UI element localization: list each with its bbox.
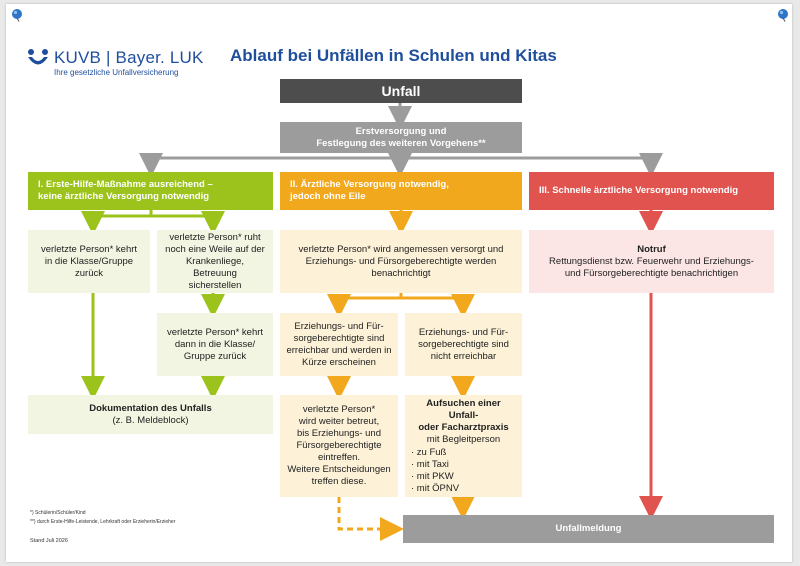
documentation-title: Dokumentation des Unfalls: [89, 402, 212, 414]
emergency-text: Rettungsdienst bzw. Feuerwehr und Erzieh…: [549, 255, 754, 279]
branch-1-header: I. Erste-Hilfe-Maßnahme ausreichend – ke…: [28, 172, 273, 210]
doctor-visit-title: Aufsuchen einer Unfall- oder Facharztpra…: [418, 397, 509, 433]
branch-2-header: II. Ärztliche Versorgung notwendig, jedo…: [280, 172, 522, 210]
logo-text: KUVB | Bayer. LUK: [54, 48, 204, 67]
first-aid-box: Erstversorgung und Festlegung des weiter…: [280, 122, 522, 153]
pushpin-icon: [778, 9, 788, 22]
footnote-1: *) Schülerin/Schüler/Kind: [30, 510, 86, 516]
documentation-box: Dokumentation des Unfalls (z. B. Meldebl…: [28, 395, 273, 434]
pushpin-icon: [12, 9, 22, 22]
return-after-rest-box: verletzte Person* kehrt dann in die Klas…: [157, 313, 273, 376]
supervised-box: verletzte Person* wird weiter betreut, b…: [280, 395, 398, 497]
footnote-2: **) durch Erste-Hilfe-Leistende, Lehrkra…: [30, 519, 176, 525]
doctor-visit-box: Aufsuchen einer Unfall- oder Facharztpra…: [405, 395, 522, 497]
return-to-class-box: verletzte Person* kehrt in die Klasse/Gr…: [28, 230, 150, 293]
logo-subtitle: Ihre gesetzliche Unfallversicherung: [54, 68, 179, 77]
transport-option: · mit PKW: [411, 470, 454, 482]
documentation-note: (z. B. Meldeblock): [112, 414, 189, 426]
guardians-not-reachable-box: Erziehungs- und Für- sorgeberechtigte si…: [405, 313, 522, 376]
kuvb-logo-icon: [28, 49, 48, 65]
transport-option: · mit ÖPNV: [411, 482, 460, 494]
page-title: Ablauf bei Unfällen in Schulen und Kitas: [230, 46, 557, 65]
guardians-reachable-box: Erziehungs- und Für- sorgeberechtigte si…: [280, 313, 398, 376]
care-box: verletzte Person* wird angemessen versor…: [280, 230, 522, 293]
emergency-box: Notruf Rettungsdienst bzw. Feuerwehr und…: [529, 230, 774, 293]
transport-list: · zu Fuß · mit Taxi · mit PKW · mit ÖPNV: [411, 447, 459, 495]
branch-3-header: III. Schnelle ärztliche Versorgung notwe…: [529, 172, 774, 210]
transport-option: · zu Fuß: [411, 446, 447, 458]
dashed-arrow-connector: [337, 497, 404, 541]
transport-option: · mit Taxi: [411, 458, 449, 470]
footnotes: *) Schülerin/Schüler/Kind **) durch Erst…: [30, 509, 175, 527]
accident-report-box: Unfallmeldung: [403, 515, 774, 543]
doctor-visit-sub: mit Begleitperson: [426, 433, 501, 445]
version-date: Stand Juli 2026: [30, 538, 68, 544]
rest-box: verletzte Person* ruht noch eine Weile a…: [157, 230, 273, 293]
start-box: Unfall: [280, 79, 522, 103]
emergency-title: Notruf: [637, 243, 666, 255]
